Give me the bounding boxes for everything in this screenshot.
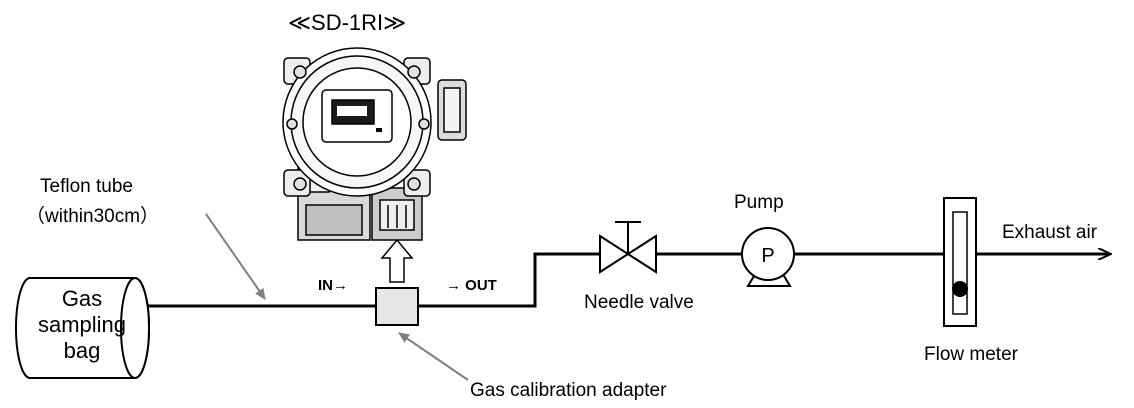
- tube-label: Teflon tube: [40, 176, 133, 197]
- bag-label-line2: sampling: [38, 312, 126, 337]
- pump-label: Pump: [734, 192, 784, 213]
- adapter-label: Gas calibration adapter: [470, 380, 667, 401]
- in-label: IN→: [318, 277, 348, 294]
- pump-symbol-letter: P: [761, 245, 774, 267]
- bag-label-line1: Gas: [62, 286, 102, 311]
- adapter-leader-line: [399, 333, 468, 380]
- device-title: ≪SD-1RI≫: [288, 10, 406, 35]
- flow-meter-label: Flow meter: [924, 344, 1019, 365]
- needle-valve: [600, 222, 656, 272]
- bag-label-line3: bag: [64, 338, 101, 363]
- tube-length-note: （within30cm）: [26, 205, 159, 227]
- tubing: [148, 254, 944, 306]
- gas-calibration-adapter: [376, 288, 418, 325]
- out-label: → OUT: [446, 277, 497, 294]
- gas-inlet-arrow: [382, 240, 412, 282]
- needle-valve-label: Needle valve: [584, 292, 694, 313]
- exhaust-air-label: Exhaust air: [1002, 222, 1098, 243]
- flow-meter: [944, 198, 976, 326]
- tube-leader-line: [206, 214, 265, 299]
- gas-detector-drawing: [283, 48, 466, 240]
